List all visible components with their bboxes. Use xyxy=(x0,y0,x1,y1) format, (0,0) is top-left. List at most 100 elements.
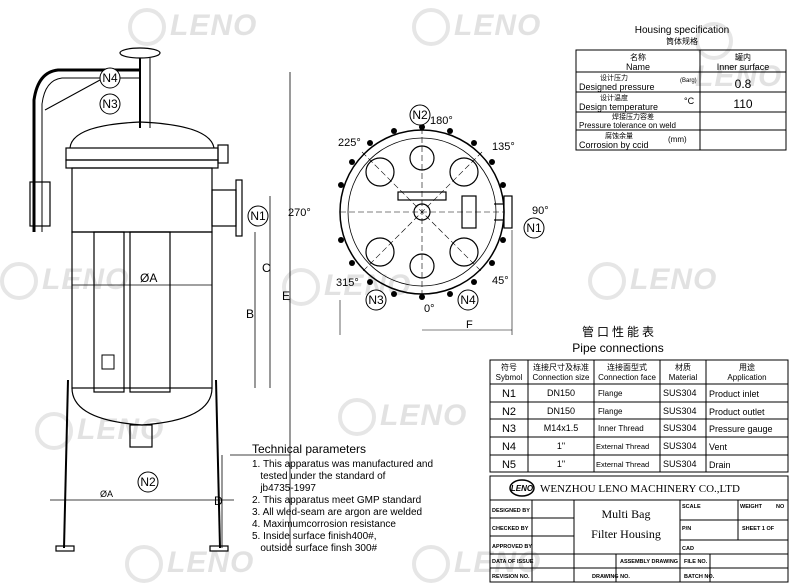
callout-n4: N4 xyxy=(460,293,476,307)
label-revision-no: REVISION NO. xyxy=(492,574,530,580)
tech-title: Technical parameters xyxy=(252,442,366,456)
label-sheet: SHEET 1 OF xyxy=(742,526,775,532)
spec-title-cn: 筒体规格 xyxy=(666,36,698,46)
product-name-line1: Multi Bag xyxy=(601,507,650,521)
label-date-of-issue: DATA OF ISSUE xyxy=(492,559,534,565)
filter-bag xyxy=(129,231,171,393)
spec-row-unit: (Barg) xyxy=(680,78,697,84)
col-name-cn: 名称 xyxy=(630,52,646,62)
cell-material: SUS304 xyxy=(663,423,697,433)
pipe-connections-table: 管 口 性 能 表 Pipe connections 符号 Sybmol 连接尺… xyxy=(489,324,789,473)
bag-position xyxy=(365,237,395,267)
cell-application: Pressure gauge xyxy=(709,424,773,434)
spec-row-name: Pressure tolerance on weld xyxy=(579,121,676,130)
label-approved-by: APPROVED BY xyxy=(492,544,532,550)
pipe-title: Pipe connections xyxy=(572,341,663,355)
callout-n1: N1 xyxy=(526,221,542,235)
lid-hinge xyxy=(461,195,477,229)
cell-application: Product outlet xyxy=(709,407,765,417)
cell-application: Product inlet xyxy=(709,389,760,399)
callout-n4: N4 xyxy=(102,71,118,85)
dim-label-e: E xyxy=(282,289,290,303)
cell-size: M14x1.5 xyxy=(544,423,579,433)
spec-row-cn: 焊接压力容差 xyxy=(612,112,654,121)
label-cad: CAD xyxy=(682,546,694,552)
cell-size: DN150 xyxy=(547,388,575,398)
header-cn: 用途 xyxy=(739,362,755,372)
clamp-ring xyxy=(65,147,219,161)
lid-dome xyxy=(69,121,215,149)
clamp-bolts xyxy=(338,124,506,300)
tech-line: 3. All wled-seam are argon are welded xyxy=(252,507,422,518)
tech-line: 1. This apparatus was manufactured and xyxy=(252,459,433,470)
filter-bag xyxy=(93,231,125,393)
label-scale: SCALE xyxy=(682,504,701,510)
spec-row-cn: 设计温度 xyxy=(600,93,628,102)
label-designed-by: DESIGNED BY xyxy=(492,508,530,514)
cell-application: Vent xyxy=(709,442,728,452)
spec-row-value: 0.8 xyxy=(735,77,752,91)
bag-position xyxy=(449,237,479,267)
cell-symbol: N3 xyxy=(502,423,516,435)
inlet-flange xyxy=(503,195,513,229)
cell-material: SUS304 xyxy=(663,441,697,451)
outlet-pipe-n2 xyxy=(129,424,153,448)
top-view-angles: 225° 180° 135° 270° 90° 315° 0° 45° F xyxy=(288,115,549,331)
header-en: Connection face xyxy=(598,373,656,382)
tech-line: jb4735-1997 xyxy=(252,483,316,494)
cell-symbol: N5 xyxy=(502,459,516,471)
callout-n3: N3 xyxy=(102,97,118,111)
cell-application: Drain xyxy=(709,460,731,470)
cell-material: SUS304 xyxy=(663,459,697,469)
cell-symbol: N1 xyxy=(502,388,516,400)
label-no: NO xyxy=(776,504,785,510)
spec-row-name: Corrosion by ccid xyxy=(579,140,649,150)
cell-size: 1" xyxy=(557,459,565,469)
pipe-title-cn: 管 口 性 能 表 xyxy=(582,324,654,339)
handwheel xyxy=(119,47,161,59)
spec-row-value: 110 xyxy=(733,97,752,111)
cell-size: DN150 xyxy=(547,406,575,416)
dim-label-b: B xyxy=(246,307,254,321)
housing-spec-table: Housing specification 筒体规格 名称 Name 罐内 In… xyxy=(575,25,787,151)
side-callouts: N4 N3 N1 N2 C E B ØA D ØA xyxy=(99,67,290,508)
callout-n2: N2 xyxy=(140,475,156,489)
title-block: LENO WENZHOU LENO MACHINERY CO.,LTD DESI… xyxy=(489,475,789,583)
spec-row-name: Designed pressure xyxy=(579,82,655,92)
top-view xyxy=(339,128,513,335)
cell-material: SUS304 xyxy=(663,388,697,398)
bag-position xyxy=(449,157,479,187)
angle-270: 270° xyxy=(288,207,311,219)
gauge-port xyxy=(29,181,51,227)
angle-0: 0° xyxy=(424,303,435,315)
technical-parameters: Technical parameters 1. This apparatus w… xyxy=(252,442,433,554)
tech-line: 2. This apparatus meet GMP standard xyxy=(252,495,421,506)
spec-row-name: Design temperature xyxy=(579,102,658,112)
spec-title: Housing specification xyxy=(635,25,730,36)
dim-label-d: D xyxy=(214,494,223,508)
callout-n2: N2 xyxy=(412,108,428,122)
spec-row-cn: 设计压力 xyxy=(600,73,628,82)
cell-material: SUS304 xyxy=(663,406,697,416)
header-en: Material xyxy=(669,373,698,382)
svg-text:LENO: LENO xyxy=(511,484,534,493)
tech-line: outside surface finsh 300# xyxy=(252,543,378,554)
spec-row-unit: °C xyxy=(684,96,695,106)
angle-225: 225° xyxy=(338,137,361,149)
support-leg xyxy=(215,379,221,549)
label-drawing-no: DRAWING NO. xyxy=(592,574,630,580)
leno-logo: LENO xyxy=(509,479,535,497)
label-assembly-drawing: ASSEMBLY DRAWING xyxy=(620,559,678,565)
callout-n1: N1 xyxy=(250,209,266,223)
header-cn: 符号 xyxy=(501,362,517,372)
tech-line: tested under the standard of xyxy=(252,471,386,482)
housing-bottom xyxy=(71,387,213,426)
col-inner: Inner surface xyxy=(717,62,770,72)
label-checked-by: CHECKED BY xyxy=(492,526,529,532)
cell-symbol: N2 xyxy=(502,406,516,418)
col-name: Name xyxy=(626,62,650,72)
side-view xyxy=(29,47,291,552)
angle-45: 45° xyxy=(492,275,509,287)
dim-label-a2: ØA xyxy=(100,489,113,499)
